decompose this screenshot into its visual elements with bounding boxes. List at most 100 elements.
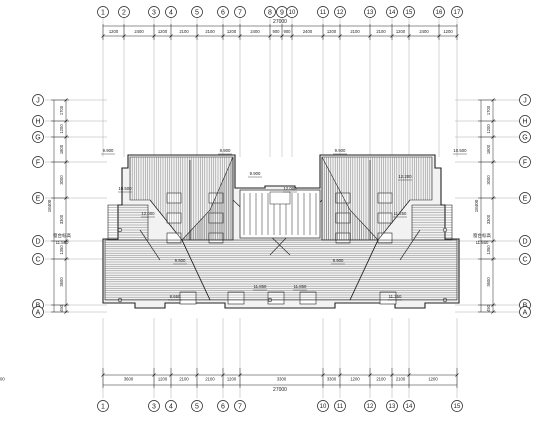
dim-slash — [437, 34, 441, 38]
dim-text: 1200 — [327, 29, 337, 34]
dim-slash — [390, 373, 394, 377]
dim-slash — [122, 34, 126, 38]
dim-text: 2100 — [205, 377, 215, 382]
dim-text: 1350 — [486, 245, 491, 255]
axis-label: J — [36, 97, 40, 104]
roof-level: 11.250 — [394, 211, 407, 216]
roof-level: 9.900 — [250, 171, 261, 176]
skylight — [335, 192, 351, 204]
dim-slash — [491, 135, 495, 139]
axis-bubble — [403, 6, 415, 18]
axis-label: 17 — [454, 10, 461, 16]
roof-level: 9.900 — [220, 148, 231, 153]
roof-plane-edge — [321, 156, 379, 241]
roof-level: 10.500 — [453, 148, 467, 153]
axis-bubble — [364, 6, 376, 18]
dim-text: 1200 — [428, 377, 438, 382]
dim-slash — [390, 34, 394, 38]
dim-text: 3600 — [486, 277, 491, 287]
axis-label: C — [35, 256, 40, 263]
axis-label: 10 — [320, 404, 327, 410]
axis-label: H — [522, 118, 527, 125]
dim-text: 2100 — [350, 29, 360, 34]
dim-slash — [152, 34, 156, 38]
axis-bubble — [32, 235, 44, 247]
dim-text: 1800 — [486, 144, 491, 154]
axis-label: 12 — [367, 404, 374, 410]
dim-slash — [321, 34, 325, 38]
dim-total: 27000 — [273, 387, 287, 393]
dim-text: 1200 — [486, 124, 491, 134]
roof-plane-edge — [411, 204, 453, 241]
dim-text: 1700 — [59, 105, 64, 115]
axis-label: 15 — [406, 10, 413, 16]
axis-label: F — [523, 159, 527, 166]
callout-label: 窗台标高 — [473, 232, 491, 239]
axis-bubble — [217, 6, 229, 18]
dim-slash — [101, 34, 105, 38]
dim-text: 3300 — [59, 214, 64, 224]
dim-text: 3300 — [327, 377, 337, 382]
axis-label: 15 — [454, 404, 461, 410]
dim-slash — [64, 98, 68, 102]
skylight — [208, 192, 224, 204]
axis-bubble — [317, 6, 329, 18]
axis-label: 6 — [221, 9, 225, 16]
dim-slash — [169, 373, 173, 377]
dim-slash — [64, 160, 68, 164]
dim-text: 2400 — [250, 29, 260, 34]
axis-label: 4 — [169, 403, 173, 410]
dim-slash — [491, 98, 495, 102]
dim-text: 900 — [284, 29, 292, 34]
dim-slash — [64, 196, 68, 200]
dim-text: 3600 — [0, 377, 5, 382]
dim-slash — [491, 239, 495, 243]
skylight — [377, 192, 393, 204]
dim-slash — [491, 257, 495, 261]
axis-bubble — [32, 192, 44, 204]
dim-slash — [338, 34, 342, 38]
roof-level: 10.500 — [118, 186, 132, 191]
roof-level: 11.850 — [254, 284, 267, 289]
axis-label: G — [35, 134, 40, 141]
axis-bubble — [403, 400, 415, 412]
dim-text: 3600 — [124, 377, 134, 382]
dormer — [179, 291, 197, 305]
dim-text: 1700 — [486, 105, 491, 115]
axis-label: 14 — [389, 10, 396, 16]
axis-label: 13 — [389, 404, 396, 410]
axis-label: B — [36, 302, 41, 309]
axis-label: 7 — [238, 403, 242, 410]
skylight — [377, 232, 393, 244]
dim-slash — [238, 34, 242, 38]
axis-label: D — [35, 238, 40, 245]
axis-label: 4 — [169, 9, 173, 16]
axis-label: F — [36, 159, 40, 166]
axis-bubble — [191, 6, 203, 18]
callout-value: 11.550 — [476, 240, 489, 245]
dim-text: 900 — [273, 29, 281, 34]
dim-slash — [455, 34, 459, 38]
axis-label: J — [523, 97, 527, 104]
axis-bubble — [148, 6, 160, 18]
dim-text: 3600 — [59, 277, 64, 287]
dim-text: 3300 — [486, 214, 491, 224]
dim-slash — [290, 34, 294, 38]
dim-slash — [491, 196, 495, 200]
dim-text: 2100 — [205, 29, 215, 34]
dim-total: 18400 — [47, 199, 52, 212]
dim-slash — [221, 373, 225, 377]
skylight — [208, 232, 224, 244]
dim-text: 450 — [59, 304, 64, 312]
terrace-left — [108, 205, 148, 240]
dim-text: 2100 — [376, 377, 386, 382]
dim-slash — [491, 160, 495, 164]
axis-bubble — [519, 306, 531, 318]
dim-slash — [64, 303, 68, 307]
roof-plane-left-lower — [105, 240, 210, 300]
axis-bubble — [433, 6, 445, 18]
